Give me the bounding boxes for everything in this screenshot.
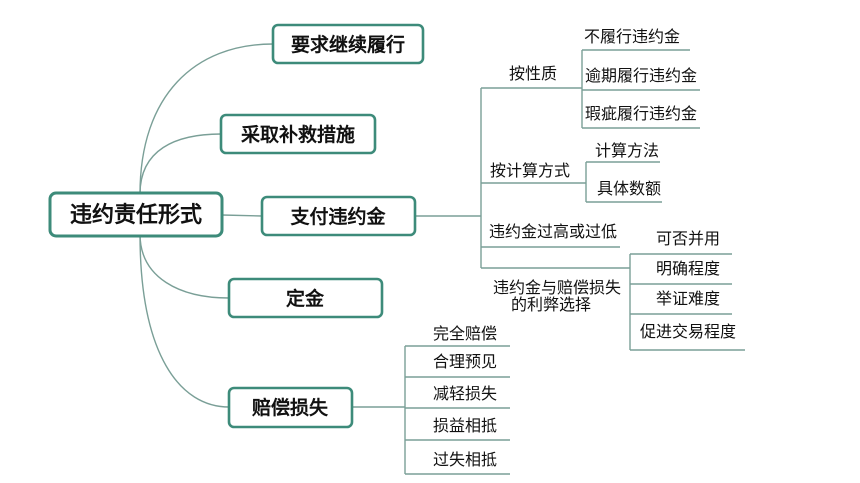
branch-node-continue-performance: 要求继续履行 [271,23,425,65]
root-node-label: 违约责任形式 [70,202,202,228]
topic-by-calculation: 按计算方式 [490,161,570,180]
connector-root-to-deposit [139,233,230,299]
root-node-box [48,191,224,238]
connector-root-to-compensation [139,233,230,408]
leaf-defective-performance: 瑕疵履行违约金 [585,104,697,123]
leaf-contributory-fault: 过失相抵 [433,450,497,469]
connector-root-to-remedial-measures [139,133,222,195]
branch-node-label: 采取补救措施 [241,123,355,146]
branch-node-box [271,23,425,65]
liquidated-damages-connectors [415,49,745,351]
liquidated-damages-subtopics: 按性质 按计算方式 违约金过高或过低 违约金与赔偿损失 的利弊选择 不履行违约金… [489,27,736,341]
leaf-calculation-method: 计算方法 [595,141,659,160]
branch-node-remedial-measures: 采取补救措施 [219,113,377,155]
branch-node-label: 赔偿损失 [252,396,329,419]
leaf-full-compensation: 完全赔偿 [433,324,497,343]
topic-too-high-or-low: 违约金过高或过低 [489,222,617,241]
branch-node-box [227,277,384,319]
leaf-specific-amount: 具体数额 [597,179,661,198]
root-node: 违约责任形式 [48,191,224,238]
root-connectors [139,43,274,408]
branch-node-deposit: 定金 [227,277,384,319]
leaf-combinable: 可否并用 [656,229,720,248]
leaf-offset-gain-loss: 损益相抵 [433,416,497,435]
connector-root-to-liquidated-damages [221,214,263,217]
connector-root-to-continue-performance [139,43,274,195]
compensation-connectors [352,345,510,475]
compensation-subtopics: 完全赔偿 合理预见 减轻损失 损益相抵 过失相抵 [433,324,497,469]
leaf-non-performance: 不履行违约金 [584,27,680,46]
topic-by-nature: 按性质 [509,64,557,83]
leaf-mitigation: 减轻损失 [433,384,497,403]
branch-node-box [227,386,354,429]
branch-node-liquidated-damages: 支付违约金 [260,195,417,237]
branch-node-label: 支付违约金 [289,205,386,228]
leaf-burden-of-proof: 举证难度 [656,289,720,308]
leaf-foreseeability: 合理预见 [433,352,497,371]
leaf-late-performance: 逾期履行违约金 [585,66,697,85]
branch-node-box [260,195,417,237]
topic-comparison-line-1: 违约金与赔偿损失 [493,278,621,297]
branch-node-compensation: 赔偿损失 [227,386,354,429]
topic-comparison-line-2: 的利弊选择 [511,295,591,314]
branch-node-label: 要求继续履行 [291,33,405,56]
branch-node-box [219,113,377,155]
leaf-transaction-promotion: 促进交易程度 [640,322,736,341]
leaf-clarity: 明确程度 [656,259,720,278]
branch-node-label: 定金 [286,287,325,310]
